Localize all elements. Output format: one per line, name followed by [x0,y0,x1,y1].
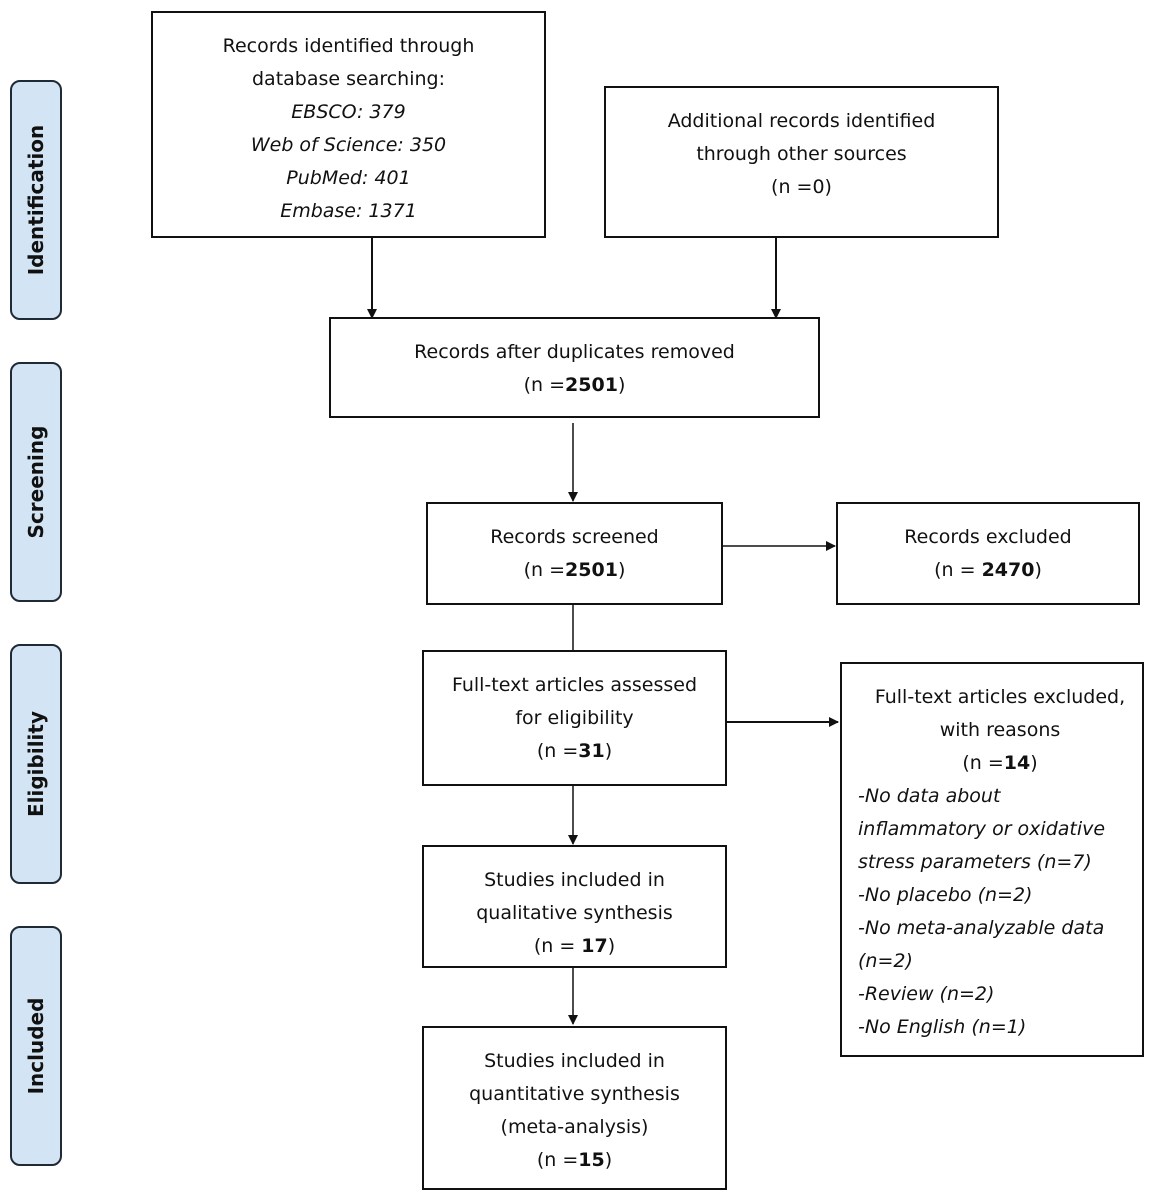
screened-count: 2501 [565,559,618,581]
phase-included: Included [10,926,62,1166]
box-other-sources: Additional records identified through ot… [604,86,999,238]
excluded-line1: Records excluded [904,526,1072,548]
phase-screening: Screening [10,362,62,602]
quantitative-line1: Studies included in [484,1050,665,1072]
other-sources-line1: Additional records identified [667,110,936,132]
fulltext-excluded-line1: Full-text articles excluded, [874,686,1126,708]
qualitative-count-line: (n = 17) [533,935,616,957]
exclusion-reason: -No English (n=1) [858,1016,1027,1038]
fulltext-count: 31 [578,740,605,762]
other-sources-count: (n =0) [771,176,832,198]
quantitative-line2: quantitative synthesis [469,1083,680,1105]
box-records-screened: Records screened (n =2501) [426,502,723,605]
fulltext-count-line: (n =31) [536,740,613,762]
box-records-excluded: Records excluded (n = 2470) [836,502,1140,605]
exclusion-reason: stress parameters (n=7) [858,851,1092,873]
box-qualitative-synthesis: Studies included in qualitative synthesi… [422,845,727,968]
phase-eligibility: Eligibility [10,644,62,884]
db-source-ebsco: EBSCO: 379 [291,101,406,123]
db-source-pubmed: PubMed: 401 [286,167,411,189]
qualitative-count: 17 [581,935,608,957]
fulltext-excluded-line2: with reasons [939,719,1061,741]
exclusion-reason: inflammatory or oxidative [858,818,1106,840]
fulltext-excluded-count-line: (n =14) [962,752,1038,774]
qualitative-line2: qualitative synthesis [476,902,673,924]
qualitative-line1: Studies included in [484,869,665,891]
fulltext-line2: for eligibility [515,707,634,729]
box-quantitative-synthesis: Studies included in quantitative synthes… [422,1026,727,1190]
excluded-count-line: (n = 2470) [934,559,1042,581]
exclusion-reason: -No data about [858,785,1001,807]
quantitative-count: 15 [578,1149,605,1171]
box-fulltext-assessed: Full-text articles assessed for eligibil… [422,650,727,786]
box-fulltext-excluded: Full-text articles excluded, with reason… [840,662,1144,1057]
excluded-count: 2470 [981,559,1035,581]
fulltext-line1: Full-text articles assessed [451,674,698,696]
exclusion-reason: -Review (n=2) [858,983,995,1005]
db-search-line2: database searching: [251,68,446,90]
box-duplicates-removed: Records after duplicates removed (n =250… [329,317,820,418]
screened-count-line: (n =2501) [523,559,626,581]
db-source-wos: Web of Science: 350 [250,134,447,156]
db-source-embase: Embase: 1371 [280,200,417,222]
fulltext-excluded-count: 14 [1003,752,1031,774]
exclusion-reason: -No placebo (n=2) [858,884,1033,906]
box-database-search: Records identified through database sear… [151,11,546,238]
phase-identification: Identification [10,80,62,320]
db-search-line1: Records identified through [222,35,475,57]
duplicates-line1: Records after duplicates removed [414,341,735,363]
other-sources-line2: through other sources [696,143,907,165]
duplicates-count: 2501 [565,374,618,396]
quantitative-count-line: (n =15) [536,1149,613,1171]
quantitative-line3: (meta-analysis) [500,1116,649,1138]
exclusion-reason: -No meta-analyzable data [858,917,1105,939]
duplicates-count-line: (n =2501) [523,374,626,396]
exclusion-reason: (n=2) [858,950,913,972]
screened-line1: Records screened [490,526,659,548]
